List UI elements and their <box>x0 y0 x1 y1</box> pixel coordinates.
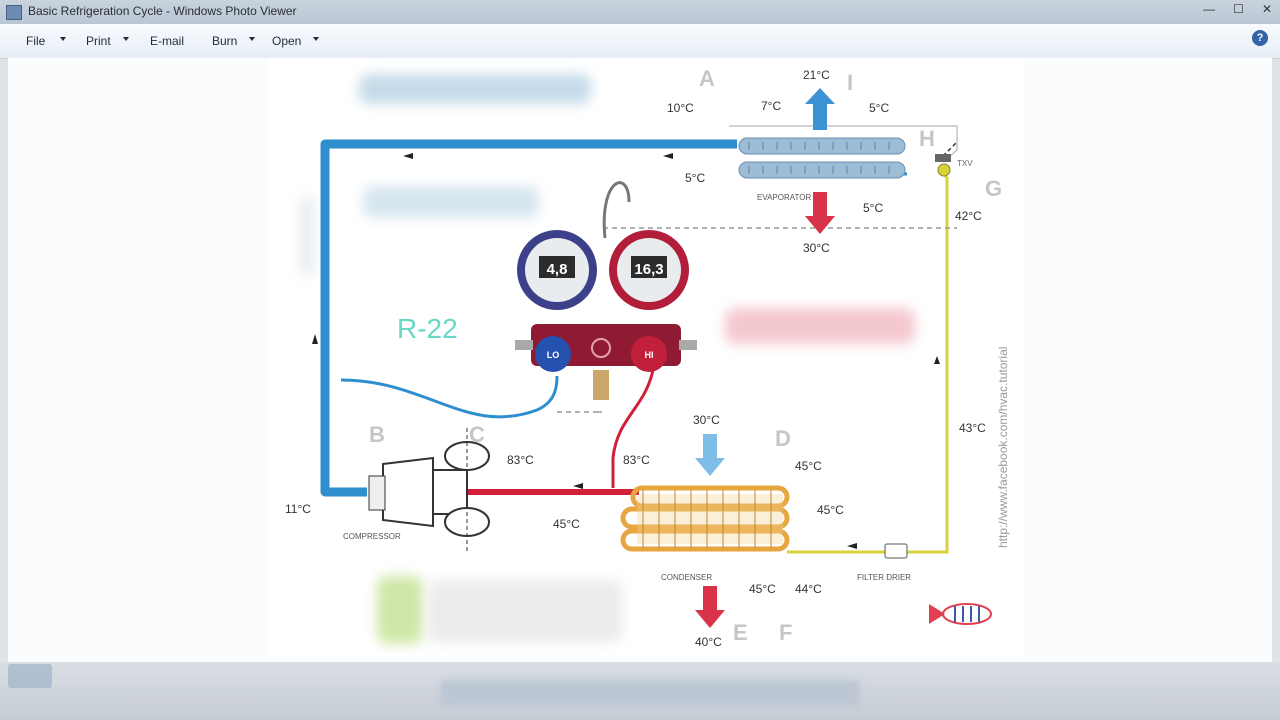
temp-evap-5-right: 5°C <box>869 101 889 115</box>
point-c-label: C <box>469 422 485 447</box>
suction-line <box>325 144 737 492</box>
thumbnail-icon[interactable] <box>8 664 52 688</box>
manifold-gauge-set <box>515 183 697 400</box>
refrigerant-label: R-22 <box>397 313 458 344</box>
low-side-hose <box>341 376 557 417</box>
compressor-label: COMPRESSOR <box>343 532 401 541</box>
txv-valve-icon <box>935 154 951 162</box>
photo-viewer-icon <box>6 5 22 20</box>
chevron-down-icon[interactable] <box>313 37 319 41</box>
condenser-air-out-arrow-icon <box>695 586 725 628</box>
filter-drier-label: FILTER DRIER <box>857 573 911 582</box>
point-e-label: E <box>733 620 748 645</box>
point-b-label: B <box>369 422 385 447</box>
temp-liquid-line: 43°C <box>959 421 986 435</box>
close-icon[interactable]: ✕ <box>1262 2 1272 16</box>
menu-burn[interactable]: Burn <box>212 34 237 48</box>
condenser <box>623 488 787 549</box>
temp-condenser-45-left: 45°C <box>553 517 580 531</box>
point-a-label: A <box>699 66 715 91</box>
chevron-down-icon[interactable] <box>249 37 255 41</box>
temp-txv-inlet: 42°C <box>955 209 982 223</box>
window-controls: — ☐ ✕ <box>1203 2 1272 16</box>
filter-drier-icon <box>885 544 907 558</box>
temp-discharge-2: 83°C <box>623 453 650 467</box>
chevron-down-icon[interactable] <box>60 37 66 41</box>
playback-controls[interactable] <box>440 680 860 706</box>
minimize-icon[interactable]: — <box>1203 2 1215 16</box>
window-title: Basic Refrigeration Cycle - Windows Phot… <box>28 4 297 18</box>
temp-air-in-evaporator: 30°C <box>803 241 830 255</box>
fish-logo <box>929 604 991 624</box>
temp-condenser-44: 44°C <box>795 582 822 596</box>
high-gauge-reading: 16,3 <box>634 261 663 278</box>
low-gauge-reading: 4,8 <box>547 261 568 278</box>
high-knob-label: HI <box>645 350 654 360</box>
temp-condenser-air-out: 40°C <box>695 635 722 649</box>
help-icon[interactable]: ? <box>1252 30 1268 46</box>
txv-bulb-icon <box>938 164 950 176</box>
point-g-label: G <box>985 176 1002 201</box>
point-i-label: I <box>847 70 853 95</box>
facebook-watermark: http://www.facebook.com/hvac.tutorial <box>996 347 1010 548</box>
temp-evap-5-left: 5°C <box>685 171 705 185</box>
temp-evap-7: 7°C <box>761 99 781 113</box>
air-out-arrow-icon <box>805 88 835 130</box>
menu-file[interactable]: File <box>26 34 45 48</box>
point-h-label: H <box>919 126 935 151</box>
temp-condenser-45-bottom: 45°C <box>749 582 776 596</box>
condenser-air-in-arrow-icon <box>695 434 725 476</box>
menu-open[interactable]: Open <box>272 34 301 48</box>
menu-email[interactable]: E-mail <box>150 34 184 48</box>
title-bar: Basic Refrigeration Cycle - Windows Phot… <box>0 0 1280 24</box>
point-f-label: F <box>779 620 792 645</box>
txv-label: TXV <box>957 159 973 168</box>
temp-discharge-1: 83°C <box>507 453 534 467</box>
maximize-icon[interactable]: ☐ <box>1233 2 1244 16</box>
refrigeration-diagram-image: EVAPORATOR TXV 4,8 16,3 LO HI <box>267 58 1023 656</box>
menu-print[interactable]: Print <box>86 34 111 48</box>
high-side-hose <box>613 370 653 488</box>
temp-condenser-air-in: 30°C <box>693 413 720 427</box>
condenser-label: CONDENSER <box>661 573 712 582</box>
temp-suction-b: 11°C <box>285 502 311 516</box>
evaporator-label: EVAPORATOR <box>757 193 811 202</box>
temp-condenser-45-top: 45°C <box>795 459 822 473</box>
point-d-label: D <box>775 426 791 451</box>
refrigeration-cycle-diagram: EVAPORATOR TXV 4,8 16,3 LO HI <box>267 58 1023 656</box>
temp-condenser-45-right: 45°C <box>817 503 844 517</box>
low-knob-label: LO <box>547 350 560 360</box>
temp-suction-a: 10°C <box>667 101 694 115</box>
temp-evap-5-bottom: 5°C <box>863 201 883 215</box>
menu-bar: File Print E-mail Burn Open ? <box>0 24 1280 59</box>
temp-air-out-evaporator: 21°C <box>803 68 830 82</box>
chevron-down-icon[interactable] <box>123 37 129 41</box>
